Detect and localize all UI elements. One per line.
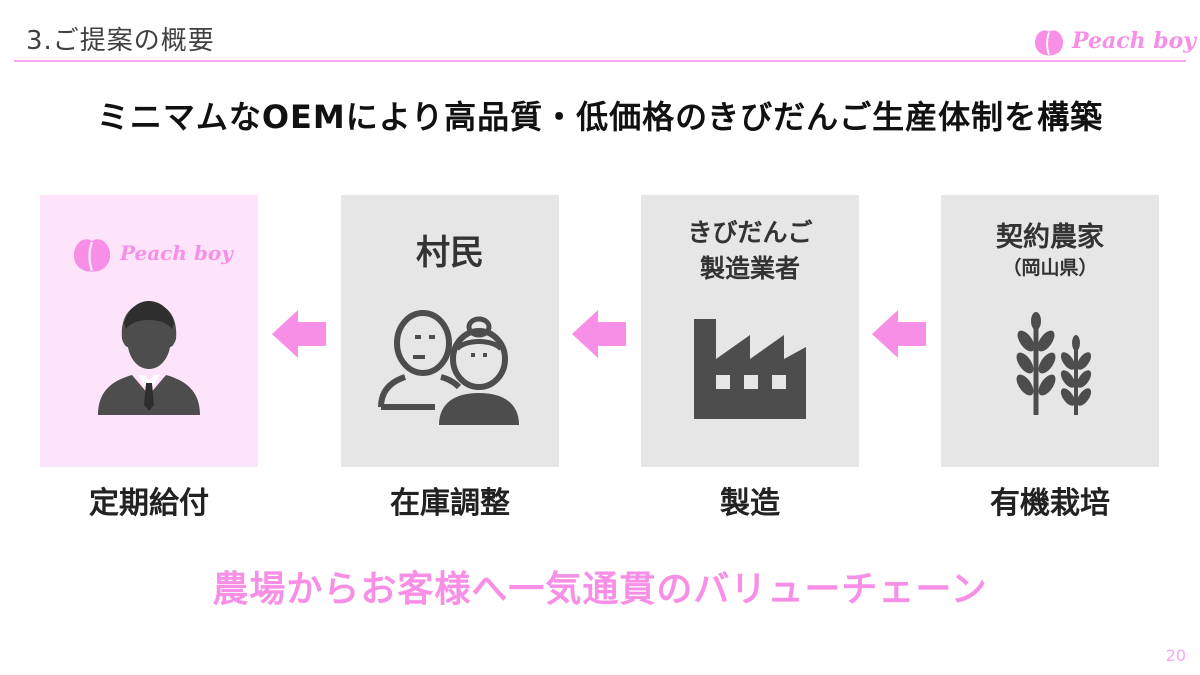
caption-farm: 有機栽培 <box>990 486 1110 521</box>
caption-villagers: 在庫調整 <box>390 486 510 521</box>
caption-customer: 定期給付 <box>89 486 209 521</box>
logo-text: Peach boy <box>1072 28 1197 54</box>
card-icon-wrapper <box>341 307 559 427</box>
card-title-manufacturer-line2: 製造業者 <box>699 254 800 283</box>
card-icon-wrapper <box>641 315 859 419</box>
logo-text: Peach boy <box>120 241 233 265</box>
page-number: 20 <box>1165 646 1186 665</box>
brand-logo: Peach boy <box>1032 24 1196 58</box>
card-icon-wrapper <box>941 311 1159 421</box>
peach-icon <box>1034 30 1064 56</box>
tagline: 農場からお客様へ一気通貫のバリューチェーン <box>212 569 988 610</box>
main-title: ミニマムなOEMにより高品質・低価格のきびだんご生産体制を構築 <box>96 98 1104 136</box>
header-divider <box>14 60 1186 62</box>
flow-arrow-left-icon <box>272 310 326 358</box>
factory-icon <box>694 319 806 419</box>
card-icon-wrapper <box>40 295 258 417</box>
peach-icon <box>73 239 111 272</box>
manufacturer-card: きびだんご 製造業者 <box>641 195 859 467</box>
card-title-farm: 契約農家 <box>996 222 1104 253</box>
card-title-manufacturer-line1: きびだんご <box>687 218 813 247</box>
villagers-card: 村民 <box>341 195 559 467</box>
flow-arrow-left-icon <box>872 310 926 358</box>
card-brand-logo: Peach boy <box>70 231 233 275</box>
farm-card: 契約農家 （岡山県） <box>941 195 1159 467</box>
wheat-icon <box>1016 312 1092 415</box>
card-title-villagers: 村民 <box>416 233 484 273</box>
flow-arrow-left-icon <box>572 310 626 358</box>
customer-card: Peach boy <box>40 195 258 467</box>
elderly-couple-icon <box>378 310 519 425</box>
slide-heading: 3.ご提案の概要 <box>26 26 215 56</box>
card-subtitle-farm: （岡山県） <box>1002 257 1098 279</box>
businessman-icon <box>98 301 200 415</box>
caption-manufacturer: 製造 <box>720 486 780 521</box>
